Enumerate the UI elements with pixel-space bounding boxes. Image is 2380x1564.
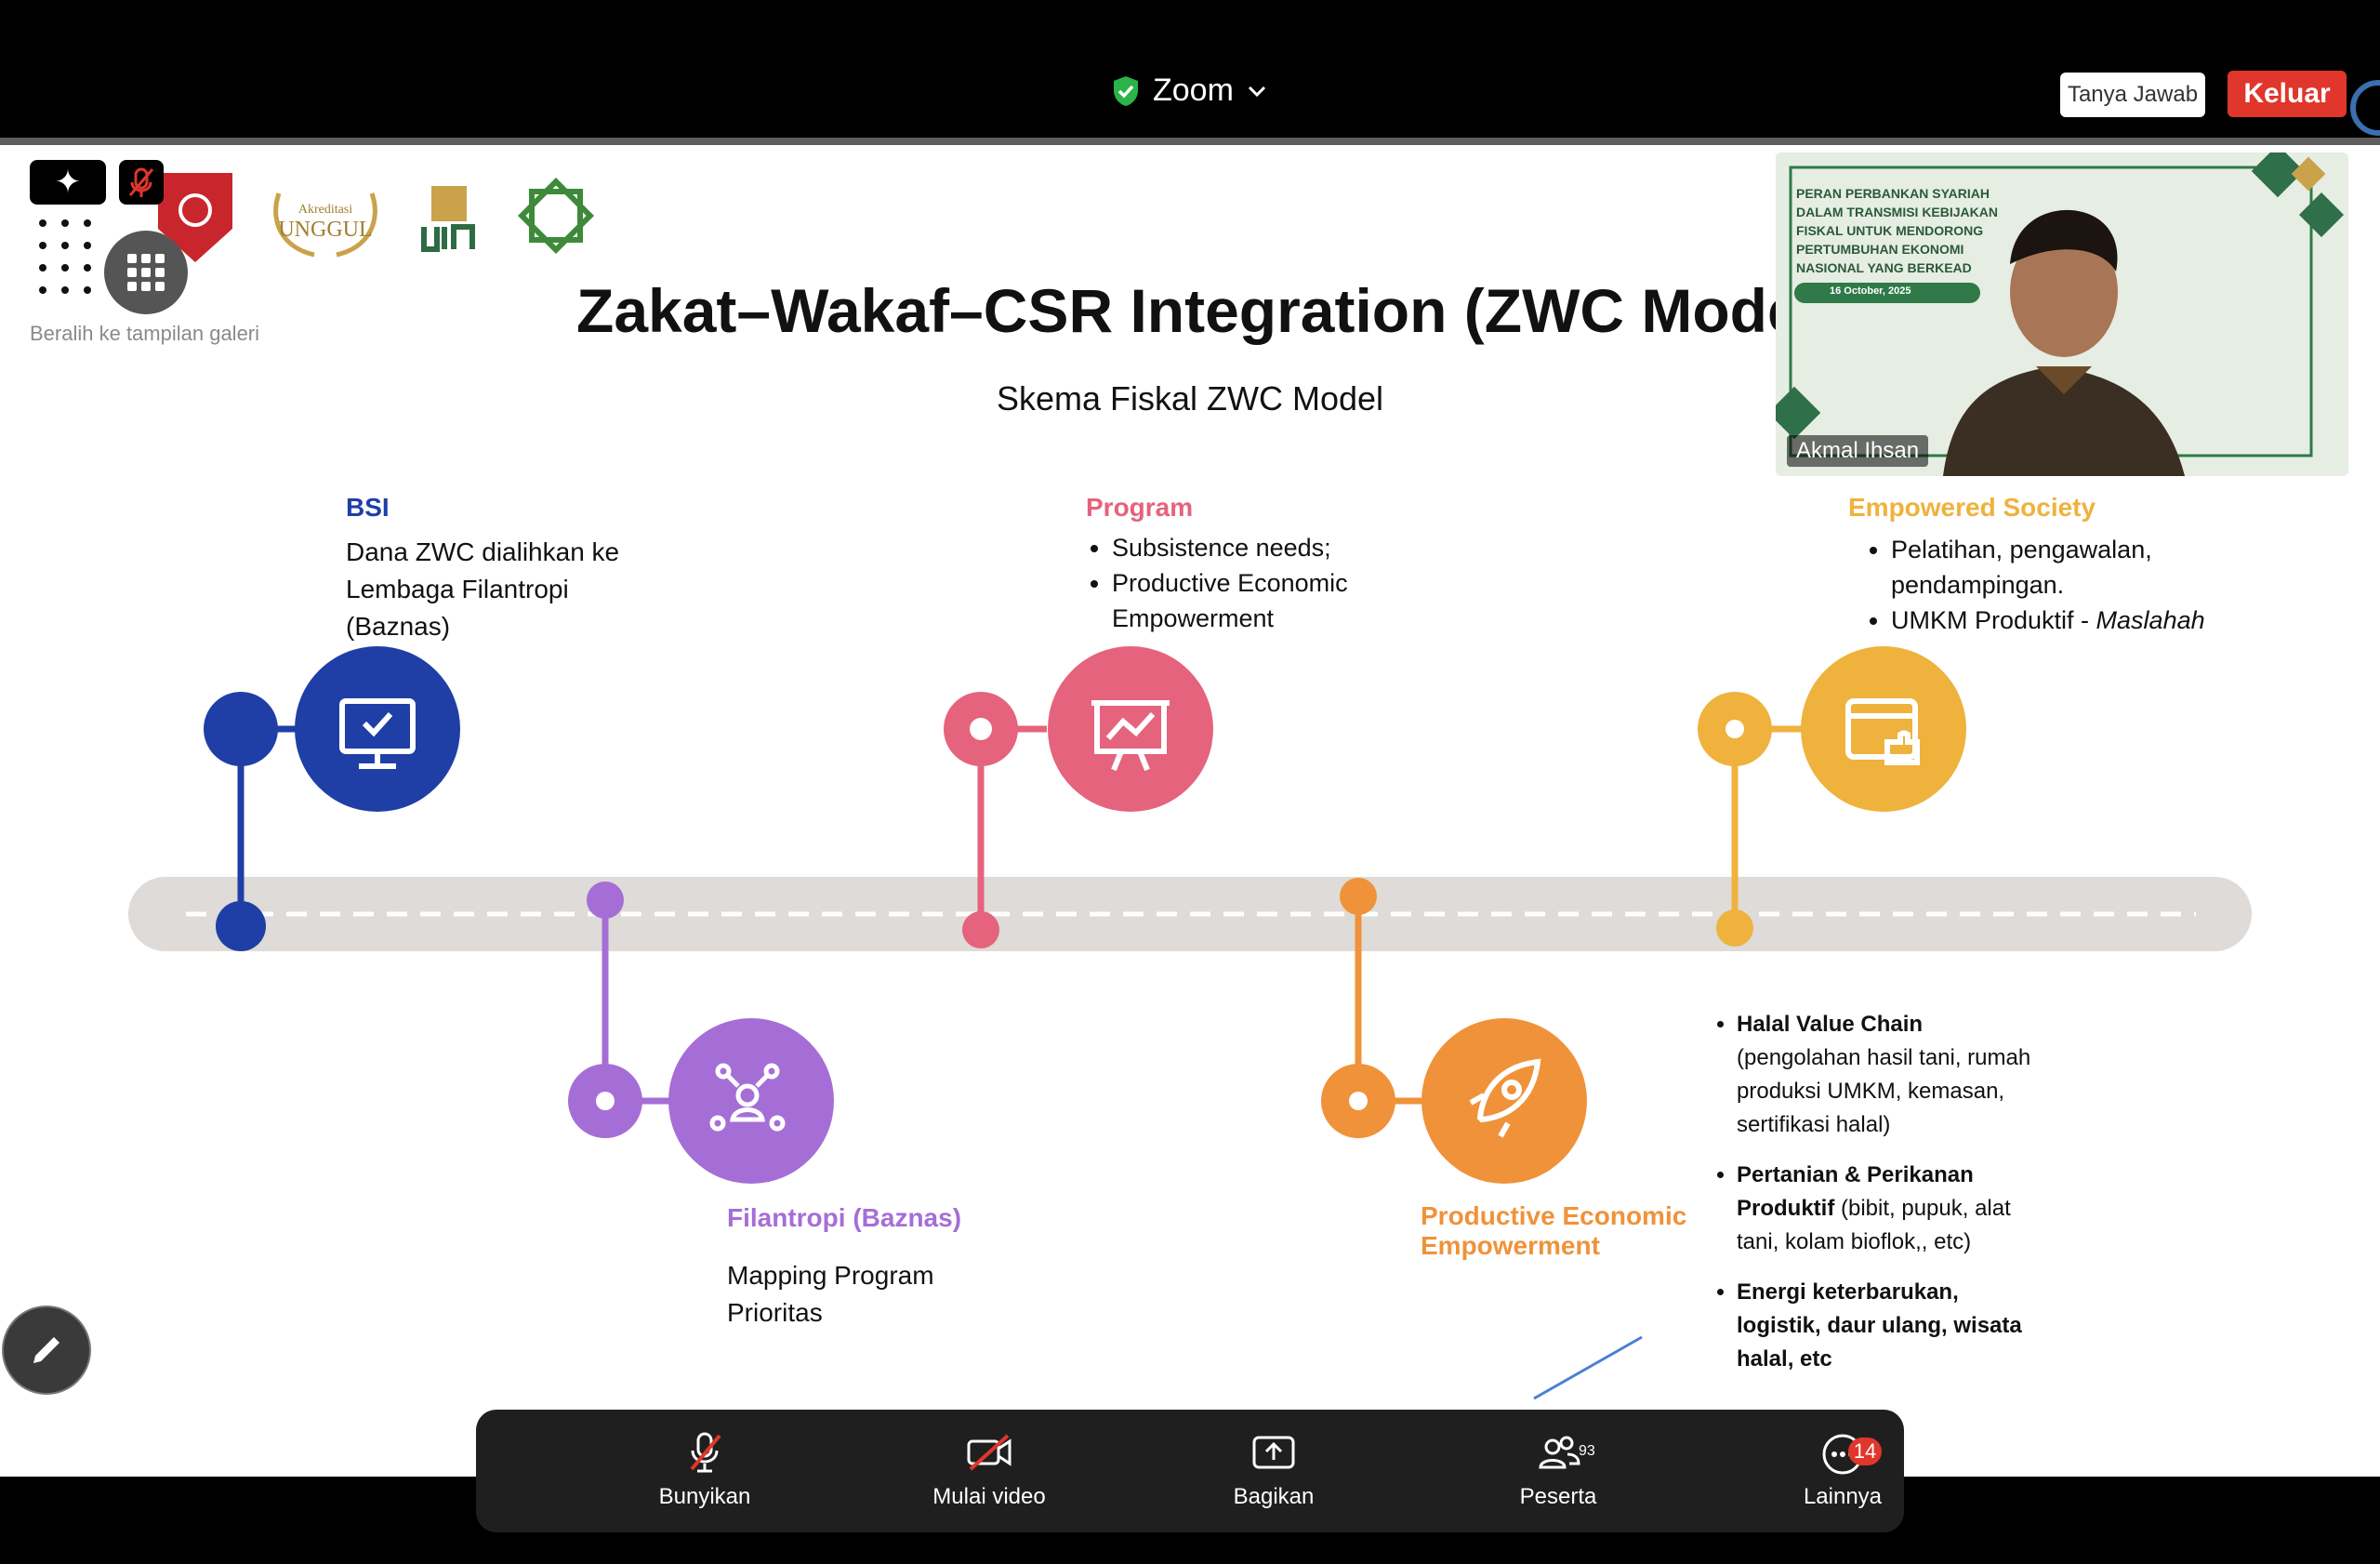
program-marker — [962, 911, 999, 948]
participants-label: Peserta — [1519, 1484, 1597, 1509]
mic-muted-icon[interactable] — [119, 160, 164, 205]
empowered-circle — [1801, 646, 1966, 812]
program-list: Subsistence needs; Productive Economic E… — [1086, 530, 1419, 636]
meeting-toolbar: Bunyikan Mulai video Bagikan 93 Peserta — [476, 1410, 1904, 1532]
bsi-text: Dana ZWC dialihkan ke Lembaga Filantropi… — [346, 534, 619, 645]
bsi-line: (Baznas) — [346, 612, 451, 641]
filantropi-text: Mapping Program Prioritas — [727, 1257, 934, 1332]
drag-dots-icon[interactable] — [37, 218, 104, 303]
participants-button[interactable]: 93 Peserta — [1474, 1410, 1642, 1532]
video-off-icon — [967, 1434, 1012, 1471]
productive-marker — [1340, 878, 1377, 915]
share-label: Bagikan — [1233, 1484, 1315, 1509]
meeting-title[interactable]: Zoom — [1112, 73, 1267, 109]
star-emblem-logo — [517, 177, 595, 255]
gallery-view-button[interactable] — [104, 231, 188, 314]
pencil-icon — [33, 1337, 60, 1363]
list-item: Halal Value Chain (pengolahan hasil tani… — [1737, 1008, 2043, 1142]
list-item: Energi keterbarukan, logistik, daur ulan… — [1737, 1276, 2043, 1376]
banner-line: PERTUMBUHAN EKONOMI — [1796, 242, 1964, 257]
item-bold: Halal Value Chain — [1737, 1012, 1924, 1037]
more-badge: 14 — [1848, 1438, 1882, 1465]
app-title: Zoom — [1153, 73, 1234, 108]
logo-badge: UNGGUL — [278, 218, 373, 242]
rocket-icon — [1469, 1058, 1541, 1138]
exit-button[interactable]: Keluar — [2228, 71, 2347, 117]
item-prefix: UMKM Produktif - — [1891, 606, 2096, 634]
start-video-label: Mulai video — [932, 1484, 1046, 1509]
uin-logo — [421, 186, 475, 252]
unmute-button[interactable]: Bunyikan — [621, 1410, 788, 1532]
grid-icon — [127, 254, 165, 291]
program-heading: Program — [1086, 493, 1194, 522]
accreditation-logo: Akreditasi UNGGUL — [268, 182, 383, 260]
detail-list: Halal Value Chain (pengolahan hasil tani… — [1712, 1008, 2043, 1393]
item-bold: Energi keterbarukan, logistik, daur ulan… — [1737, 1279, 2022, 1372]
productive-circle — [1421, 1018, 1587, 1184]
slide-subtitle: Skema Fiskal ZWC Model — [996, 379, 1384, 418]
list-item: Pelatihan, pengawalan, pendampingan. — [1891, 532, 2281, 603]
empowered-heading: Empowered Society — [1848, 493, 2096, 522]
banner-line: PERAN PERBANKAN SYARIAH — [1796, 186, 1990, 201]
unmute-label: Bunyikan — [658, 1484, 751, 1509]
filantropi-heading: Filantropi (Baznas) — [727, 1203, 962, 1232]
more-button[interactable]: 14 Lainnya — [1759, 1410, 1926, 1532]
annotation-line — [1533, 1335, 1643, 1400]
more-label: Lainnya — [1803, 1484, 1883, 1509]
banner-line: FISKAL UNTUK MENDORONG — [1796, 223, 1984, 238]
bsi-line: Lembaga Filantropi — [346, 575, 569, 603]
empowered-list: Pelatihan, pengawalan, pendampingan. UMK… — [1865, 532, 2281, 638]
logo-text: Akreditasi — [298, 203, 353, 217]
filantropi-line: Mapping Program — [727, 1261, 934, 1290]
start-video-button[interactable]: Mulai video — [906, 1410, 1073, 1532]
banner-line: DALAM TRANSMISI KEBIJAKAN — [1796, 205, 1998, 219]
bsi-line: Dana ZWC dialihkan ke — [346, 537, 620, 566]
participants-icon — [1539, 1436, 1580, 1469]
filantropi-line: Prioritas — [727, 1298, 823, 1327]
item-bold: Pertanian & Perikanan Produktif — [1737, 1162, 1974, 1221]
timeline-diagram — [128, 646, 2252, 1400]
item-rest: (bibit, pupuk, alat tani, kolam bioflok,… — [1737, 1196, 2011, 1254]
empowered-marker — [1716, 909, 1753, 947]
productive-heading-line: Empowerment — [1421, 1231, 1600, 1260]
slide-title: Zakat–Wakaf–CSR Integration (ZWC Model — [576, 276, 1819, 345]
item-rest: (pengolahan hasil tani, rumah produksi U… — [1737, 1045, 2031, 1137]
list-item: UMKM Produktif - Maslahah — [1891, 603, 2281, 638]
title-bar: Zoom Tanya Jawab Keluar — [0, 0, 2380, 139]
participants-count: 93 — [1579, 1443, 1595, 1459]
network-person-icon — [709, 1063, 786, 1132]
university-crest-logo — [158, 173, 232, 262]
bsi-marker — [216, 901, 266, 951]
filantropi-circle — [668, 1018, 834, 1184]
annotate-button[interactable] — [2, 1306, 91, 1395]
gallery-switch-label: Beralih ke tampilan galeri — [30, 322, 260, 345]
bsi-heading: BSI — [346, 493, 390, 522]
monitor-check-icon — [339, 698, 416, 769]
speaker-video[interactable]: PERAN PERBANKAN SYARIAH DALAM TRANSMISI … — [1776, 152, 2348, 476]
productive-heading-line: Productive Economic — [1421, 1201, 1687, 1230]
share-screen-icon — [1252, 1436, 1295, 1469]
speaker-name: Akmal Ihsan — [1787, 435, 1929, 467]
banner-text: PERAN PERBANKAN SYARIAH DALAM TRANSMISI … — [1796, 184, 1998, 277]
filantropi-marker — [587, 881, 624, 919]
item-italic: Maslahah — [2096, 606, 2205, 634]
divider — [0, 138, 2380, 145]
chevron-down-icon — [1248, 86, 1265, 97]
window-puzzle-icon — [1845, 698, 1920, 765]
bsi-node — [204, 692, 278, 766]
qa-button[interactable]: Tanya Jawab — [2060, 73, 2205, 117]
video-background — [1776, 152, 2348, 476]
list-item: Pertanian & Perikanan Produktif (bibit, … — [1737, 1159, 2043, 1259]
banner-date: 16 October, 2025 — [1830, 285, 1911, 297]
edge-control[interactable] — [2350, 80, 2380, 136]
share-button[interactable]: Bagikan — [1190, 1410, 1357, 1532]
banner-line: NASIONAL YANG BERKEAD — [1796, 260, 1972, 275]
shield-check-icon — [1114, 75, 1138, 106]
presentation-chart-icon — [1091, 700, 1170, 772]
productive-heading: Productive Economic Empowerment — [1421, 1201, 1686, 1261]
list-item: Productive Economic Empowerment — [1112, 565, 1419, 636]
mic-off-icon — [690, 1432, 721, 1473]
list-item: Subsistence needs; — [1112, 530, 1419, 565]
sparkle-icon[interactable]: ✦ — [30, 160, 106, 205]
